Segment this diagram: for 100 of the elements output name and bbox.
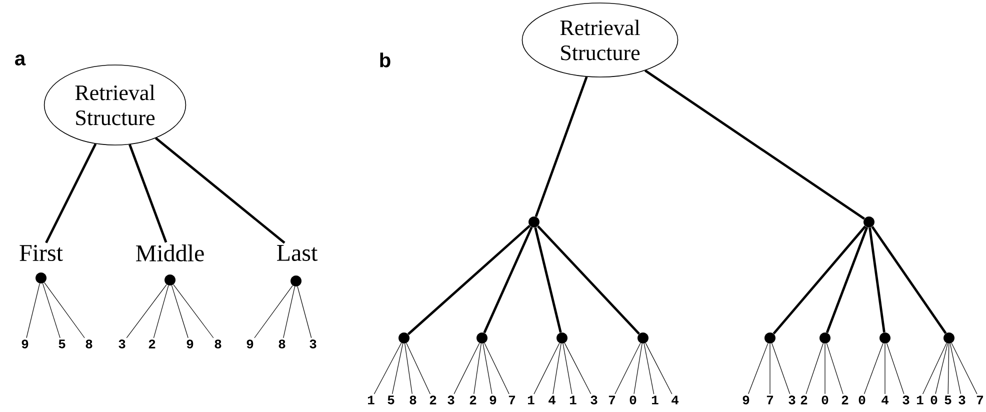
line xyxy=(772,226,866,334)
digit-label: 0 xyxy=(930,396,938,404)
node-label: Middle xyxy=(136,244,204,262)
line xyxy=(886,343,904,394)
digit-label: 4 xyxy=(672,396,679,404)
line xyxy=(283,286,296,338)
digit-label: 7 xyxy=(608,396,616,404)
dot xyxy=(556,332,568,344)
line xyxy=(374,342,402,394)
digit-label: 2 xyxy=(148,340,156,348)
line xyxy=(748,343,768,394)
digit-label: 3 xyxy=(958,396,966,404)
line xyxy=(806,343,824,394)
ellipse-node: Retrieval Structure xyxy=(522,2,678,78)
line xyxy=(562,343,572,394)
line xyxy=(484,342,510,394)
line xyxy=(824,343,826,394)
dot xyxy=(764,332,776,344)
line xyxy=(42,283,60,338)
line xyxy=(173,284,214,338)
dot xyxy=(398,332,410,344)
dot xyxy=(476,332,488,344)
digit-label: 7 xyxy=(766,396,774,404)
digit-label: 9 xyxy=(186,340,194,348)
line xyxy=(948,343,950,394)
digit-label: 0 xyxy=(822,396,828,404)
line xyxy=(922,342,947,394)
dot xyxy=(944,332,954,344)
digit-label: 1 xyxy=(368,396,374,404)
digit-label: 3 xyxy=(788,396,796,404)
line xyxy=(614,342,641,394)
line xyxy=(871,226,947,334)
line xyxy=(644,343,654,394)
line xyxy=(935,343,948,394)
line xyxy=(454,342,480,394)
digit-label: 1 xyxy=(916,396,924,404)
digit-label: 5 xyxy=(944,396,952,404)
digit-label: 8 xyxy=(410,396,416,404)
line xyxy=(884,343,886,394)
line xyxy=(868,227,886,332)
digit-label: 5 xyxy=(388,396,394,404)
dot xyxy=(528,216,540,228)
line xyxy=(297,286,312,338)
digit-label: 4 xyxy=(882,396,889,404)
panel-letter: a xyxy=(15,54,26,66)
digit-label: 9 xyxy=(22,340,28,348)
line xyxy=(482,343,492,394)
digit-label: 0 xyxy=(858,396,866,404)
digit-label: 1 xyxy=(570,396,576,404)
line xyxy=(483,226,533,334)
digit-label: 2 xyxy=(430,396,436,404)
digit-label: 3 xyxy=(118,340,126,348)
dot xyxy=(864,216,874,228)
line xyxy=(26,283,40,338)
digit-label: 3 xyxy=(448,396,454,404)
line xyxy=(537,225,640,335)
digit-label: 3 xyxy=(310,340,316,348)
line xyxy=(404,343,412,394)
line xyxy=(45,143,97,244)
panel-letter: b xyxy=(380,52,390,68)
dot xyxy=(880,332,890,344)
line xyxy=(534,342,560,394)
digit-label: 8 xyxy=(86,340,92,348)
digit-label: 4 xyxy=(548,396,556,404)
line xyxy=(534,227,562,333)
line xyxy=(153,285,169,338)
line xyxy=(826,343,844,394)
line xyxy=(534,76,588,218)
digit-label: 9 xyxy=(742,396,750,404)
line xyxy=(644,70,865,220)
digit-label: 1 xyxy=(528,396,534,404)
line xyxy=(772,343,790,394)
digit-label: 2 xyxy=(842,396,848,404)
line xyxy=(474,343,482,394)
line xyxy=(645,342,672,394)
line xyxy=(406,342,430,394)
dot xyxy=(638,332,648,344)
line xyxy=(864,343,884,394)
digit-label: 9 xyxy=(246,340,254,348)
dot xyxy=(36,272,47,284)
digit-label: 7 xyxy=(976,396,984,404)
line xyxy=(126,284,167,338)
digit-label: 8 xyxy=(278,340,286,348)
dot xyxy=(290,276,302,286)
digit-label: 9 xyxy=(490,396,496,404)
digit-label: 3 xyxy=(590,396,598,404)
line xyxy=(552,343,562,394)
digit-label: 0 xyxy=(630,396,636,404)
line xyxy=(44,282,85,338)
line xyxy=(154,137,286,244)
line xyxy=(407,224,531,336)
dot xyxy=(164,274,176,286)
line xyxy=(254,285,293,338)
digit-label: 2 xyxy=(800,396,808,404)
ellipse-node: Retrieval Structure xyxy=(44,64,186,146)
line xyxy=(951,342,978,394)
line xyxy=(392,343,404,394)
digit-label: 2 xyxy=(470,396,476,404)
digit-label: 8 xyxy=(214,340,222,348)
line xyxy=(634,343,642,394)
